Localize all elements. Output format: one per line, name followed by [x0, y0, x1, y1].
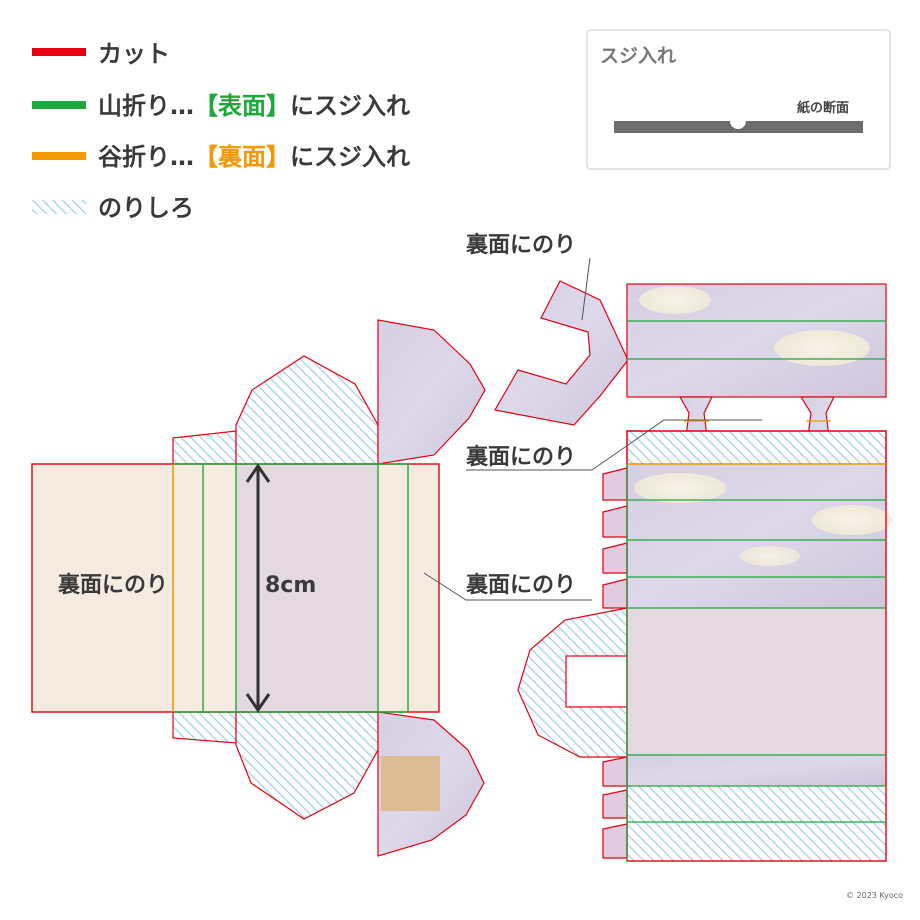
handle-leader: [581, 257, 591, 321]
legend: カット 山折り…【表面】にスジ入れ 谷折り…【裏面】にスジ入れ のりしろ: [32, 40, 410, 222]
legend-mountain-label: 山折り…【表面】にスジ入れ: [98, 92, 410, 120]
glue-band-bottom-1: [627, 786, 886, 822]
glue-back-lower-label: 裏面にのり: [466, 572, 576, 598]
right-piece: [517, 283, 892, 862]
cloud: [812, 505, 892, 535]
handle-piece: 裏面にのり: [466, 232, 629, 426]
cloud: [634, 473, 726, 503]
glue-flap-bottom: [235, 711, 379, 820]
leader-lower: [423, 572, 592, 601]
cloud: [740, 546, 800, 566]
side-flap-top: [377, 319, 486, 465]
handle-shape: [494, 280, 629, 426]
legend-valley-label: 谷折り…【裏面】にスジ入れ: [98, 143, 410, 171]
glue-back-left-label: 裏面にのり: [58, 572, 168, 598]
handle-hole: [565, 655, 628, 708]
legend-glue-label: のりしろ: [98, 194, 194, 222]
callouts: 裏面にのり 裏面にのり: [423, 419, 762, 601]
center-panel: [236, 464, 378, 712]
dimension-label: 8cm: [265, 573, 316, 598]
score-box: スジ入れ 紙の断面: [586, 29, 891, 170]
dimension-arrowhead-bottom: [245, 693, 271, 713]
side-panel-left: [173, 464, 236, 712]
copyright: © 2023 Kyoco: [846, 891, 903, 900]
cloud: [774, 330, 870, 366]
glue-tab-top-left: [172, 430, 237, 465]
glue-band-bottom-2: [627, 822, 886, 861]
paper-section-label: 紙の断面: [797, 100, 849, 116]
side-tab: [602, 578, 628, 609]
score-box-title: スジ入れ: [600, 45, 676, 67]
legend-valley-swatch: [32, 152, 86, 160]
glue-back-top-label: 裏面にのり: [466, 232, 576, 258]
leader-mid: [591, 419, 762, 471]
glue-band-top: [626, 430, 887, 465]
left-piece: 8cm 裏面にのり: [31, 319, 486, 857]
cloud: [639, 286, 711, 314]
glue-back-mid-label: 裏面にのり: [466, 444, 576, 470]
dimension-arrowhead-top: [245, 463, 271, 483]
glue-panel-left: [32, 464, 173, 712]
side-tab: [602, 542, 628, 574]
base-panel: [627, 608, 886, 755]
legend-cut-label: カット: [98, 40, 170, 68]
door-panel: [381, 756, 440, 811]
legend-cut-swatch: [32, 48, 86, 56]
side-tab: [602, 823, 628, 859]
legend-mountain-swatch: [32, 101, 86, 109]
legend-glue-swatch: [32, 200, 86, 214]
side-tab: [602, 505, 628, 538]
side-tab: [602, 467, 628, 501]
glue-tab-bottom-left: [172, 711, 237, 744]
lower-cloud-strip: [627, 755, 886, 786]
side-tab: [602, 789, 628, 819]
glue-flap-top: [235, 355, 379, 465]
score-groove: [730, 113, 746, 129]
side-tab: [602, 756, 628, 787]
